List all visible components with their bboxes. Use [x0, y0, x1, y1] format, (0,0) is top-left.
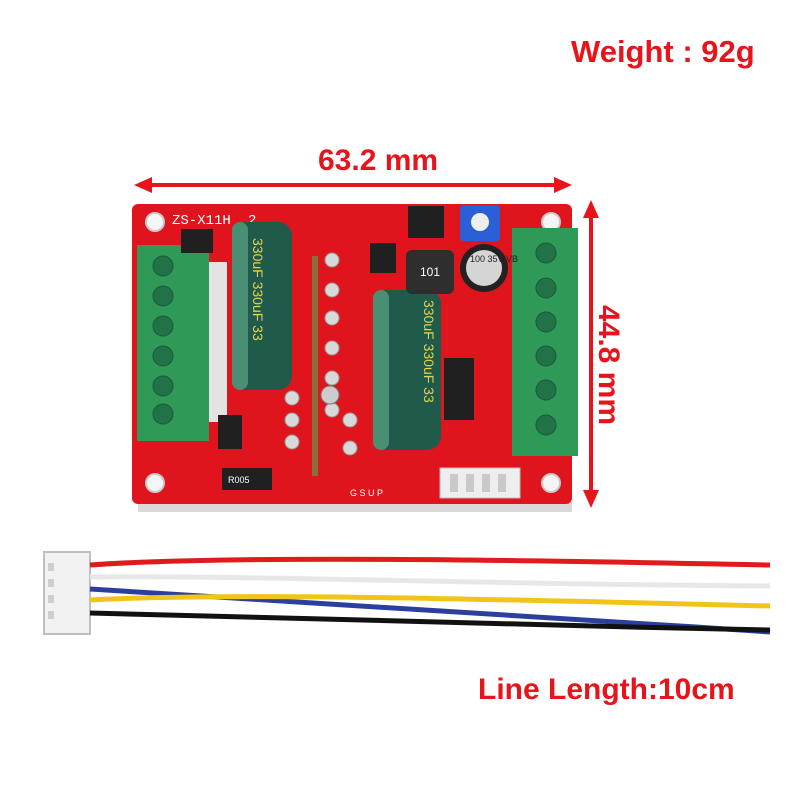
- height-dimension-arrow: [583, 200, 599, 508]
- inductor: 101: [406, 250, 454, 294]
- silkscreen-suffix: 2: [248, 213, 256, 229]
- height-label: 44.8 mm: [592, 304, 625, 426]
- svg-text:330uF 330uF 33: 330uF 330uF 33: [421, 300, 437, 403]
- ic-chip: [408, 206, 444, 238]
- svg-text:R005: R005: [228, 475, 250, 485]
- wire-white: [89, 574, 771, 589]
- capacitor-left: 330uF 330uF 33: [232, 222, 292, 390]
- left-terminal-block: [137, 245, 227, 441]
- motor-driver-board: ZS-X11H 2 330uF 330uF 33: [132, 204, 578, 512]
- weight-label: Weight : 92g: [571, 34, 755, 69]
- signal-header: G S U P: [350, 467, 521, 499]
- width-label: 63.2 mm: [318, 144, 439, 177]
- wire-black: [89, 610, 771, 633]
- mounting-hole: [541, 473, 561, 493]
- wire-blue: [89, 586, 771, 635]
- svg-text:101: 101: [420, 265, 440, 279]
- svg-text:G S U P: G S U P: [350, 488, 383, 498]
- right-terminal-block: [512, 228, 578, 456]
- small-capacitor: 100 35V VB: [460, 244, 518, 292]
- line-length-label: Line Length:10cm: [478, 673, 735, 706]
- capacitor-center: 330uF 330uF 33: [373, 290, 441, 450]
- silkscreen-label: ZS-X11H: [172, 213, 231, 229]
- width-dimension-arrow: [134, 177, 572, 193]
- connector-cable: [43, 551, 771, 635]
- mounting-hole: [145, 473, 165, 493]
- solder-pads: [284, 252, 358, 456]
- heatsink-bar: [312, 256, 318, 476]
- driver-ic: [444, 358, 474, 420]
- transistor: [181, 229, 213, 253]
- mounting-hole: [145, 212, 165, 232]
- wire-yellow: [89, 594, 771, 609]
- svg-text:330uF 330uF 33: 330uF 330uF 33: [250, 238, 266, 341]
- svg-text:100 35V VB: 100 35V VB: [470, 254, 518, 264]
- ic-chip: [370, 243, 396, 273]
- screw: [320, 385, 340, 405]
- diode: [218, 415, 242, 449]
- wire-red: [89, 556, 771, 568]
- shunt-resistor: [222, 468, 272, 490]
